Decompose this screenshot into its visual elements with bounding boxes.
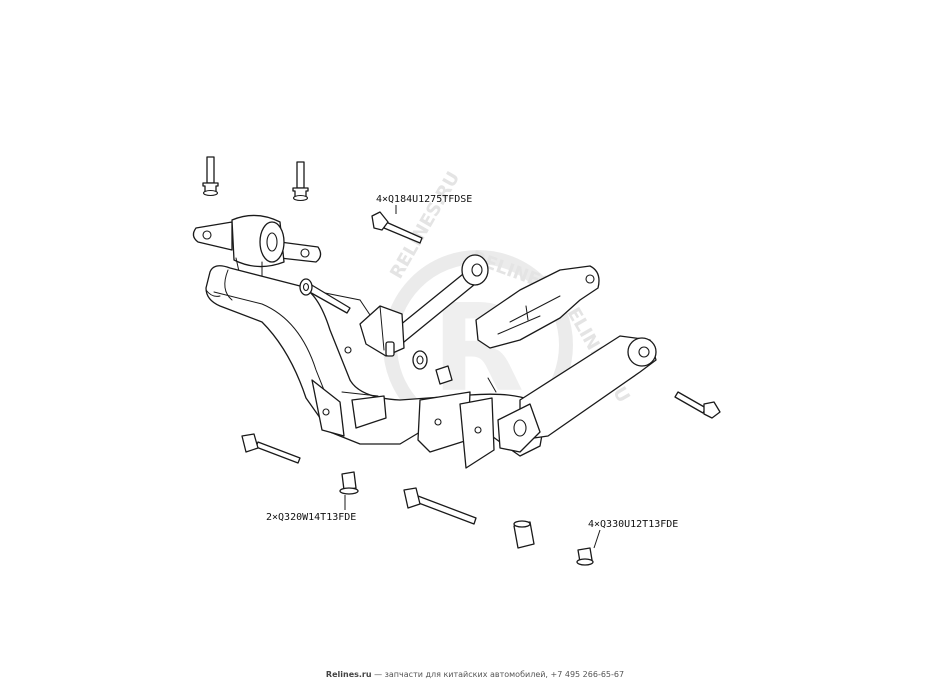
left-lower-bolt [241,433,301,464]
leader-line-q330 [593,529,601,549]
frame-bolt [299,278,351,314]
footer-text: — запчасти для китайских автомобилей, +7… [371,670,625,679]
footer: Relines.ru — запчасти для китайских авто… [0,670,950,679]
bushing-sleeve [513,520,535,549]
footer-brand[interactable]: Relines.ru [325,670,372,679]
nut-q320 [339,471,359,495]
vertical-bolt-left [202,156,219,197]
vertical-bolt-right [292,161,309,202]
cover-plate [475,265,600,349]
center-nuts [412,350,453,385]
part-label-q184: 4×Q184U1275TFDSE [376,194,473,205]
lower-control-arm [497,335,657,453]
part-label-q330: 4×Q330U12T13FDE [588,519,679,530]
part-label-q320: 2×Q320W14T13FDE [266,512,357,523]
nut-q330 [576,547,594,566]
bottom-long-bolt [403,487,477,525]
right-bolt [674,391,721,419]
upper-control-arm [359,254,489,357]
left-bushing-mount [192,214,322,279]
bolt-q184 [371,211,423,244]
